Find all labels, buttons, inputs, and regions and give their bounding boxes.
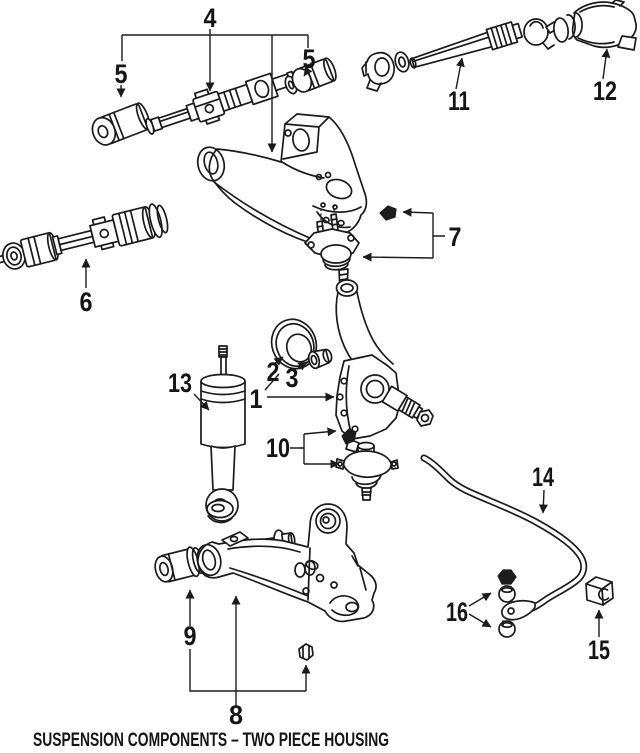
callout-11: 11 [448,86,470,116]
part-upper-arm-shaft [145,70,298,135]
part-housing-two-piece [553,0,638,51]
part-lower-control-arm [196,503,377,623]
callout-14: 14 [532,462,554,492]
part-lower-ball-joint [335,441,399,501]
part-shaft-clamp [361,51,395,92]
part-spindle-bushing [307,348,333,370]
part-ball-stud-joint [523,18,559,50]
callout-9: 9 [184,621,197,651]
callout-3: 3 [286,363,299,393]
part-end-link-bushings [498,585,516,638]
part-stabilizer-bushing-bracket [585,576,614,606]
part-upper-arm-shaft-bushing-left [91,102,151,146]
part-upper-control-arm [196,113,368,248]
callout-12: 12 [593,76,617,106]
callout-10: 10 [266,433,290,463]
part-intermediate-shaft [409,21,524,69]
callout-7: 7 [449,222,462,252]
callout-4: 4 [204,3,217,33]
callout-2: 2 [267,357,280,387]
diagram-caption: SUSPENSION COMPONENTS – TWO PIECE HOUSIN… [33,730,389,751]
callout-16: 16 [446,597,468,627]
part-lower-arm-shaft [0,203,169,270]
callout-6: 6 [80,287,93,317]
callout-5-right: 5 [303,44,316,74]
callout-leader-lines [81,29,611,706]
part-shock-absorber [200,345,246,524]
callout-8: 8 [229,700,243,730]
part-grease-fitting-upper [379,205,397,221]
callout-15: 15 [588,635,610,665]
callout-13: 13 [168,368,192,398]
part-lower-arm-nut [298,643,314,661]
part-stabilizer-bar [420,454,588,621]
part-lower-arm-bushing-floating [206,499,234,519]
part-end-link-nut [497,569,517,585]
part-grease-fitting-lower [341,428,357,445]
part-steering-knuckle [335,279,424,453]
part-spindle-nut [416,409,434,427]
callout-numbers: 4 5 5 11 12 6 7 13 2 3 1 10 9 8 14 16 15 [80,3,618,730]
part-shaft-bushing-small [394,51,410,73]
part-lower-arm-bushing [154,546,205,583]
callout-1: 1 [250,384,263,414]
callout-5-left: 5 [115,59,128,89]
